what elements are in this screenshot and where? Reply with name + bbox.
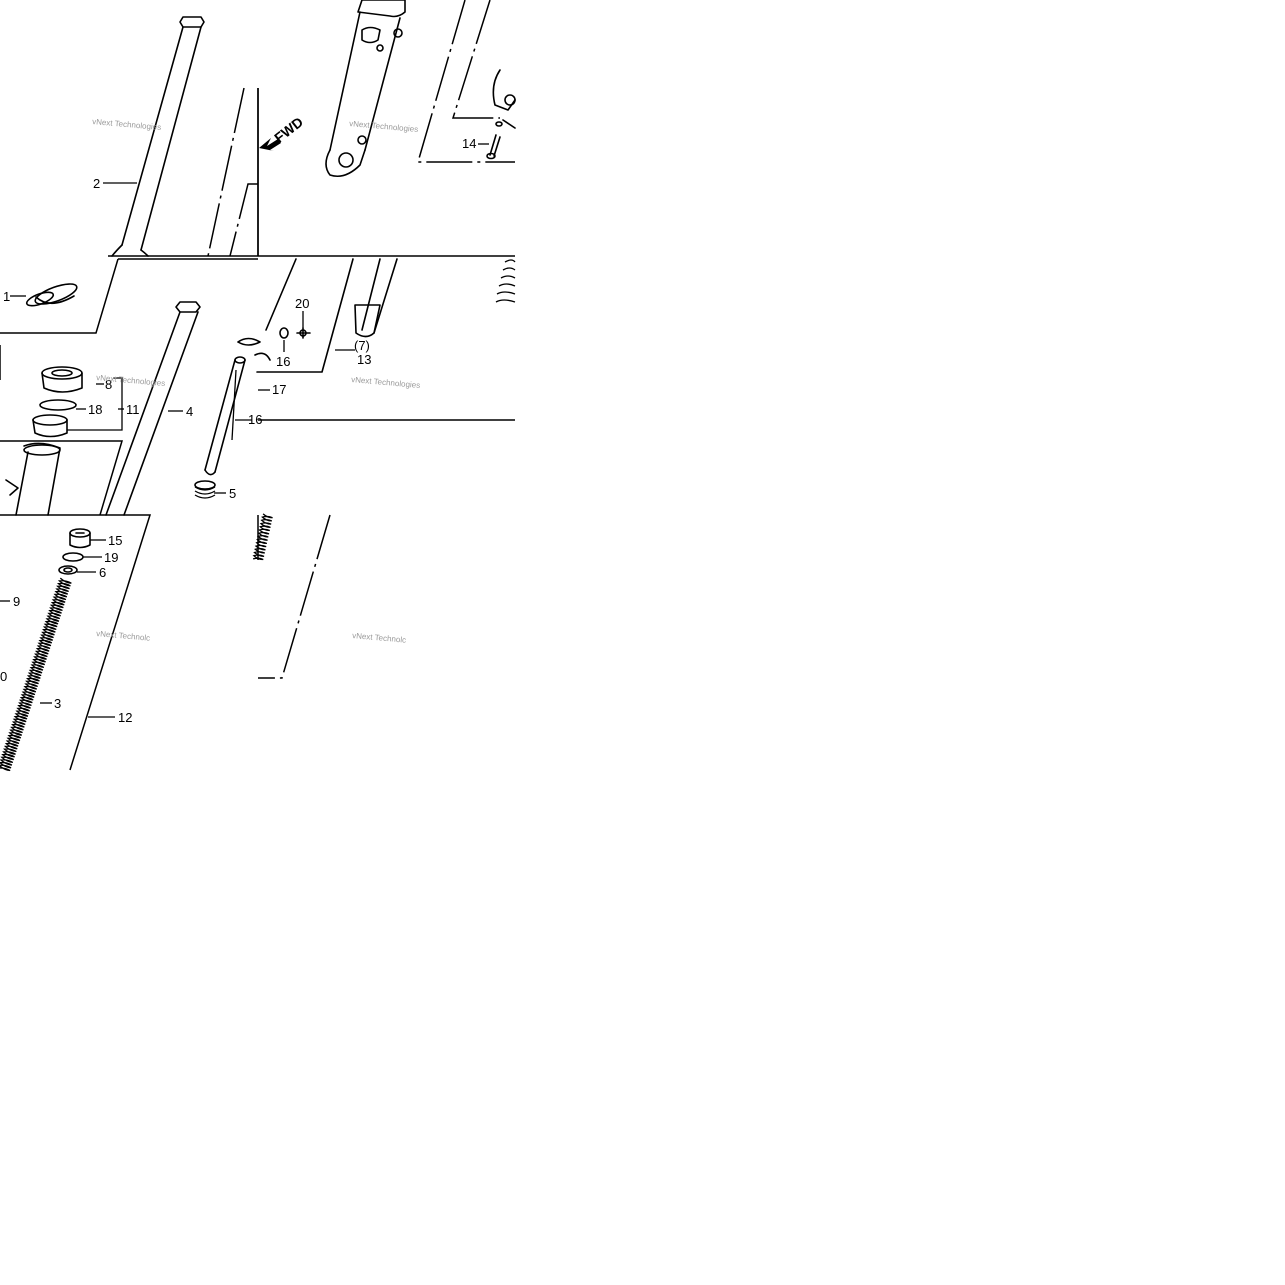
leader-lines	[0, 182, 355, 718]
callout-12: 12	[118, 710, 132, 725]
callout-16-washer: 16	[276, 354, 290, 369]
washer-16	[279, 327, 289, 352]
callout-9: 9	[13, 594, 20, 609]
callout-6: 6	[99, 565, 106, 580]
fork-pipe-2	[111, 16, 205, 257]
callout-4: 4	[186, 404, 193, 419]
watermark: vNext Technolc	[96, 629, 151, 643]
dust-seal-8	[41, 366, 83, 393]
spring-seat-6	[58, 565, 78, 575]
callout-2: 2	[93, 176, 100, 191]
callout-labels: 2 1 8 18 11 4 20 16 (7) 13 17 16 14 5 15…	[0, 136, 476, 725]
callout-14: 14	[462, 136, 476, 151]
callout-8: 8	[105, 377, 112, 392]
fwd-label: FWD	[271, 114, 306, 146]
damper-rod	[204, 356, 246, 476]
snap-ring-1	[25, 283, 78, 307]
watermarks: vNext Technologies vNext Technologies vN…	[92, 117, 421, 645]
o-ring-19	[62, 552, 84, 562]
callout-17: 17	[272, 382, 286, 397]
bolt-14	[486, 121, 503, 160]
panel-bottom-left	[0, 513, 273, 772]
oil-seal-11	[32, 414, 68, 438]
fork-bolt-15	[69, 528, 91, 549]
watermark: vNext Technologies	[351, 375, 421, 390]
watermark: vNext Technologies	[92, 117, 162, 132]
callout-18: 18	[88, 402, 102, 417]
bottom-slider	[325, 0, 406, 178]
bolt-20	[296, 311, 311, 339]
panel-bottom-right	[258, 514, 331, 679]
fork-pipe-4	[105, 301, 201, 516]
callout-11: 11	[126, 402, 140, 417]
callout-19: 19	[104, 550, 118, 565]
callout-16-rod: 16	[248, 412, 262, 427]
callout-15: 15	[108, 533, 122, 548]
panel-middle-right	[194, 258, 516, 499]
spring-coil	[252, 513, 273, 561]
fwd-arrow: FWD	[259, 114, 306, 151]
rebound-spring-5	[194, 480, 216, 499]
panel-middle-left	[0, 258, 258, 516]
panel-top-left: FWD	[108, 16, 306, 257]
fork-spring-3	[0, 577, 72, 772]
stopper-ring-18	[39, 399, 77, 411]
callout-13: 13	[357, 352, 371, 367]
watermark: vNext Technologies	[349, 119, 419, 134]
callout-20: 20	[295, 296, 309, 311]
callout-1: 1	[3, 289, 10, 304]
callout-5: 5	[229, 486, 236, 501]
spring-coil	[0, 577, 72, 772]
callout-10: 0	[0, 669, 7, 684]
panel-top-right	[257, 0, 516, 257]
callout-3: 3	[54, 696, 61, 711]
callout-7: (7)	[354, 338, 370, 353]
watermark: vNext Technolc	[352, 631, 407, 645]
